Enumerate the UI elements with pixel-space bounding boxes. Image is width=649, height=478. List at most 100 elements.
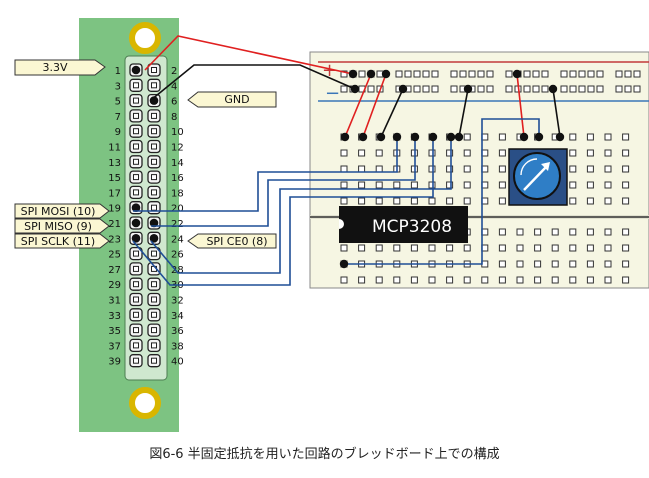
breadboard-hole	[486, 70, 494, 78]
breadboard-hole	[587, 85, 595, 93]
breadboard-hole	[604, 133, 612, 141]
pin-number-odd: 23	[108, 234, 121, 245]
breadboard-hole	[622, 197, 630, 205]
wire-end-dot	[463, 84, 473, 94]
wire-miso	[151, 137, 416, 227]
gpio-pin-socket	[133, 311, 139, 318]
gpio-pin-socket	[151, 296, 157, 303]
gpio-pin-socket	[151, 327, 157, 334]
wire-black-dgnd	[458, 88, 469, 138]
pin-number-odd: 25	[108, 250, 121, 261]
breadboard-hole	[410, 276, 418, 284]
breadboard-hole	[516, 228, 524, 236]
breadboard-hole	[446, 165, 454, 173]
breadboard-hole	[410, 197, 418, 205]
breadboard-hole	[422, 70, 430, 78]
gpio-pin-socket	[133, 327, 139, 334]
breadboard-hole	[358, 149, 366, 157]
breadboard-hole	[569, 197, 577, 205]
breadboard-hole	[450, 70, 458, 78]
wire-end-dot	[512, 69, 522, 79]
breadboard-hole	[358, 244, 366, 252]
wire-end-dot	[454, 132, 464, 142]
gpio-pin-socket	[133, 189, 139, 196]
wire-ce0	[150, 137, 452, 274]
breadboard-hole	[413, 85, 421, 93]
breadboard-hole	[615, 85, 623, 93]
breadboard-hole	[551, 244, 559, 252]
mcp3208-chip: MCP3208	[339, 206, 468, 243]
breadboard-hole	[340, 70, 348, 78]
pin-number-even: 18	[171, 188, 184, 199]
label-miso-text: SPI MISO (9)	[24, 220, 92, 233]
breadboard-hole	[498, 244, 506, 252]
breadboard-hole	[534, 260, 542, 268]
breadboard-hole	[505, 70, 513, 78]
breadboard-hole	[633, 70, 641, 78]
breadboard-hole	[463, 181, 471, 189]
breadboard-hole	[622, 260, 630, 268]
gpio-pin-socket	[133, 357, 139, 364]
pin-number-odd: 19	[108, 204, 121, 215]
breadboard-hole	[586, 228, 594, 236]
breadboard-hole	[498, 260, 506, 268]
breadboard-hole	[404, 70, 412, 78]
wire-end-dot	[410, 132, 420, 142]
breadboard-hole	[523, 70, 531, 78]
breadboard-hole	[622, 228, 630, 236]
breadboard-hole	[358, 181, 366, 189]
gpio-pin-socket	[151, 204, 157, 211]
pin-number-even: 8	[171, 112, 177, 123]
breadboard-hole	[375, 165, 383, 173]
breadboard-hole	[622, 276, 630, 284]
breadboard-hole	[375, 276, 383, 284]
pin-labels: 3.3V GND SPI MOSI (10) SPI MISO (9) SPI …	[14, 59, 277, 249]
breadboard-hole	[446, 244, 454, 252]
pin-number-even: 12	[171, 143, 184, 154]
wire-end-dot	[519, 132, 529, 142]
label-mosi: SPI MOSI (10)	[14, 203, 110, 219]
pin-number-even: 36	[171, 326, 184, 337]
gpio-pin-socket	[133, 342, 139, 349]
breadboard-hole	[532, 85, 540, 93]
gpio-pin-socket	[151, 357, 157, 364]
gpio-pin-socket	[133, 97, 139, 104]
breadboard-hole	[375, 244, 383, 252]
breadboard-hole	[340, 197, 348, 205]
pin-number-even: 40	[171, 357, 184, 368]
breadboard-hole	[486, 85, 494, 93]
breadboard-hole	[624, 70, 632, 78]
breadboard-hole	[358, 276, 366, 284]
breadboard-hole	[393, 244, 401, 252]
breadboard-hole	[622, 149, 630, 157]
breadboard-hole	[340, 85, 348, 93]
pin-number-odd: 37	[108, 341, 121, 352]
label-3v3: 3.3V	[14, 59, 106, 76]
pin-number-even: 32	[171, 296, 184, 307]
label-ce0: SPI CE0 (8)	[187, 233, 277, 249]
breadboard-hole	[459, 70, 467, 78]
rail-minus-label: −	[325, 83, 340, 104]
wire-red-vref	[362, 73, 387, 138]
breadboard-hole	[431, 85, 439, 93]
breadboard-hole	[358, 197, 366, 205]
breadboard-hole	[569, 133, 577, 141]
breadboard-hole	[498, 181, 506, 189]
breadboard-hole	[428, 165, 436, 173]
wire-end-dot	[392, 132, 402, 142]
breadboard-hole	[604, 228, 612, 236]
breadboard-hole	[622, 181, 630, 189]
wire-end-dot	[358, 132, 368, 142]
gpio-pin-connected	[149, 234, 159, 243]
pin-number-odd: 35	[108, 326, 121, 337]
label-miso: SPI MISO (9)	[14, 218, 110, 234]
breadboard-hole	[428, 276, 436, 284]
gpio-pin-socket	[151, 128, 157, 135]
breadboard-hole	[569, 276, 577, 284]
